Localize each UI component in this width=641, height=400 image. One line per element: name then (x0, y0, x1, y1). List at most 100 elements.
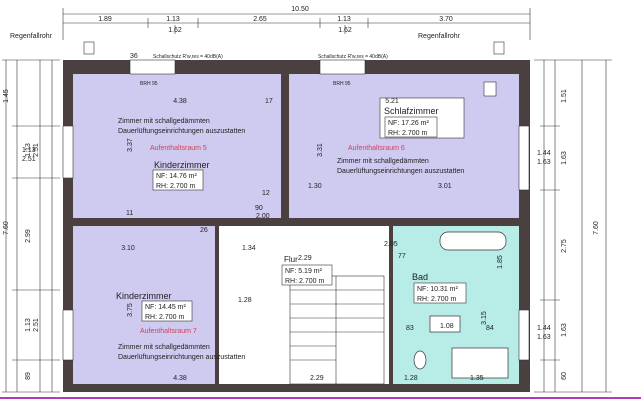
brh-label-2: BRH 95 (333, 81, 351, 87)
dim-205: 2.05 (384, 241, 398, 248)
dim-flur-w: 2.29 (298, 255, 312, 262)
rainpipe-left-label: Regenfallrohr (10, 33, 53, 40)
schlaf-info-box (384, 116, 438, 138)
bad-nf: NF: 10.31 m² (417, 286, 459, 293)
room-kinderzimmer-1 (73, 74, 281, 218)
dim-k2-w: 3.10 (121, 245, 135, 252)
dim-top-a: 1.89 (98, 16, 112, 23)
noise-label-left: Schallschutz R'w,res = 40dB(A) (153, 54, 223, 60)
dim-128: 1.28 (238, 297, 252, 304)
dim-right-d: 2.75 (561, 239, 568, 253)
schlaf-rh: RH: 2.700 m (388, 130, 427, 137)
dim-left-c: 2.51 (33, 143, 40, 157)
k2-note1: Zimmer mit schallgedämmten (118, 344, 210, 351)
dim-left-f: 2.51 (33, 318, 40, 332)
dim-right-c: 1.63 (561, 151, 568, 165)
schlaf-nf: NF: 17.26 m² (388, 120, 430, 127)
dim-schlaf-w: 5.21 (385, 98, 399, 105)
dim-right-total: 7.60 (593, 221, 600, 235)
dim-top-b: 1.13 (166, 16, 180, 23)
dim-12: 12 (262, 190, 270, 197)
staircase (289, 275, 385, 385)
k1-title: Kinderzimmer (154, 160, 210, 170)
flur-rh: RH: 2.700 m (285, 278, 324, 285)
dim-200: 2.00 (256, 213, 270, 220)
dim-top-g: 3.70 (439, 16, 453, 23)
dim-bad-84: 84 (486, 325, 494, 332)
dim-total-top: 10.50 (291, 6, 309, 13)
k2-title: Kinderzimmer (116, 291, 172, 301)
room-flur (219, 226, 389, 384)
flur-info-box (281, 264, 333, 286)
left-dimension-lines (2, 59, 60, 393)
brh-label-1: BRH 95 (140, 81, 158, 87)
dim-top-e: 1.13 (337, 16, 351, 23)
k2-note2: Dauerlüftungseinrichtungen auszustatten (118, 354, 245, 361)
dim-left-e: 1.13 (25, 318, 32, 332)
k2-rh: RH: 2.700 m (145, 314, 184, 321)
k1-nf: NF: 14.76 m² (156, 173, 198, 180)
dim-left-b2: 1.13 (22, 147, 36, 154)
dim-top-f: 1.62 (338, 27, 352, 34)
k1-rh: RH: 2.700 m (156, 183, 195, 190)
rainpipe-left-icon (83, 41, 95, 55)
dim-right-e: 1.44 (537, 325, 551, 332)
k1-ar: Aufenthaltsraum 5 (150, 145, 207, 152)
schlaf-note1: Zimmer mit schallgedämmten (337, 158, 429, 165)
dim-135: 1.35 (470, 375, 484, 382)
dim-36: 36 (130, 53, 138, 60)
schlaf-note2: Dauerlüftungseinrichtungen auszustatten (337, 168, 464, 175)
right-dimension-lines (534, 59, 612, 393)
dim-11: 11 (126, 210, 133, 217)
dim-130: 1.30 (308, 183, 322, 190)
dim-left-d: 2.99 (25, 229, 32, 243)
dim-left-a: 1.45 (3, 89, 10, 103)
dim-schlaf-h: 3.31 (317, 143, 324, 157)
flur-nf: NF: 5.19 m² (285, 268, 323, 275)
dim-top-d: 2.65 (253, 16, 267, 23)
dim-77: 77 (398, 253, 406, 260)
top-dimension-lines (62, 8, 531, 40)
k2-info-box (141, 300, 193, 322)
bathroom-fixtures (413, 231, 509, 379)
dim-left-total: 7.60 (3, 221, 10, 235)
dim-128b: 1.28 (404, 375, 418, 382)
dim-right-f: 1.63 (561, 323, 568, 337)
bad-info-box (413, 282, 467, 304)
rainpipe-right-icon (493, 41, 505, 55)
bad-title: Bad (412, 272, 428, 282)
rainpipe-right-label: Regenfallrohr (418, 33, 461, 40)
dim-right-c2: 1.63 (537, 159, 551, 166)
dim-k1-w: 4.38 (173, 98, 187, 105)
dim-top-c: 1.62 (168, 27, 182, 34)
dim-schlaf-w2: 3.01 (438, 183, 452, 190)
dim-left-b: 1.13 (25, 143, 32, 157)
k1-note1: Zimmer mit schallgedämmten (118, 118, 210, 125)
dim-17: 17 (265, 98, 273, 105)
noise-label-right: Schallschutz R'w,res = 40dB(A) (318, 54, 388, 60)
dim-bad-83: 83 (406, 325, 414, 332)
dim-right-b: 1.44 (537, 150, 551, 157)
k2-nf: NF: 14.45 m² (145, 304, 187, 311)
bad-rh: RH: 2.700 m (417, 296, 456, 303)
dim-26: 26 (200, 227, 208, 234)
dim-108: 1.08 (440, 323, 454, 330)
dim-k2-h: 3.75 (127, 303, 134, 317)
k1-note2: Dauerlüftungseinrichtungen auszustatten (118, 128, 245, 135)
dim-bad-h: 3.15 (481, 311, 488, 325)
k1-info-box (152, 169, 204, 191)
schlaf-title: Schlafzimmer (384, 106, 439, 116)
dim-185: 1.85 (497, 255, 504, 269)
schlaf-ar: Aufenthaltsraum 6 (348, 145, 405, 152)
dim-right-g: 60 (561, 372, 568, 380)
dim-k1-h: 3.37 (127, 138, 134, 152)
flur-title: Flur (284, 255, 298, 264)
dim-134: 1.34 (242, 245, 256, 252)
dim-right-f2: 1.63 (537, 334, 551, 341)
dim-right-a: 1.51 (561, 89, 568, 103)
dim-left-c2: 2.51 (22, 156, 36, 163)
dim-90: 90 (255, 205, 263, 212)
dim-229: 2.29 (310, 375, 324, 382)
dim-left-g: 89 (25, 372, 32, 380)
